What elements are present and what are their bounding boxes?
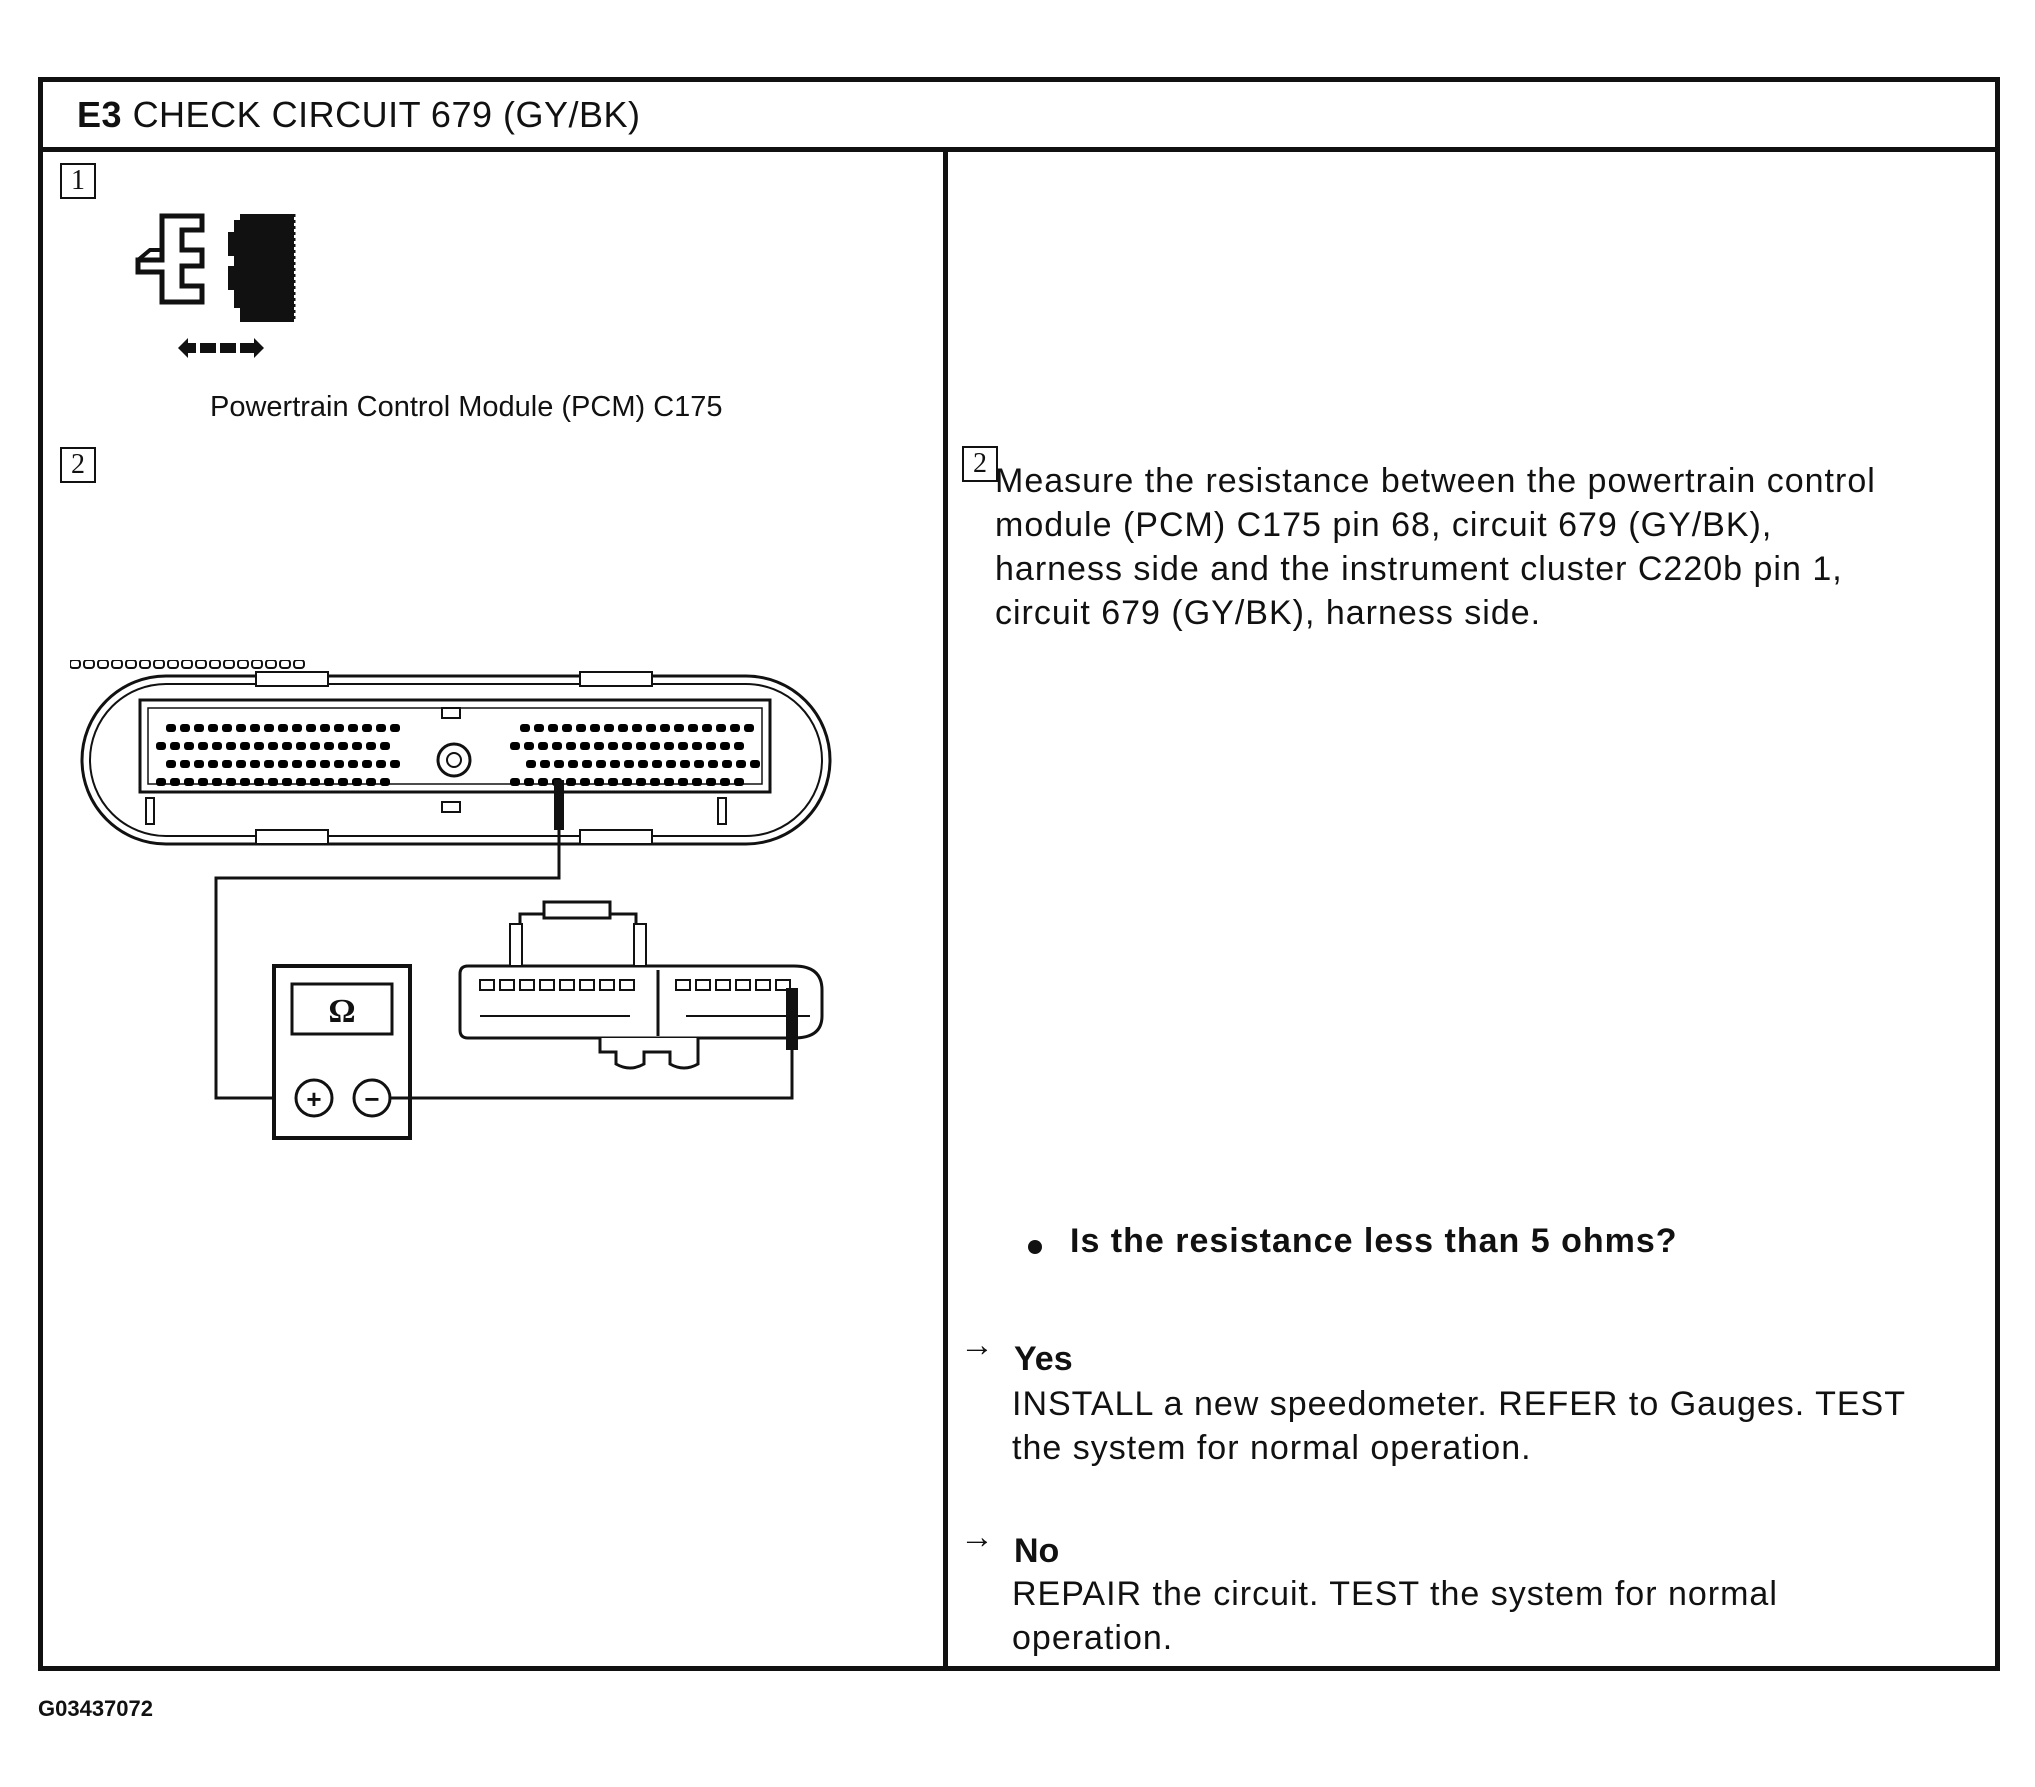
step-1-label: 1 xyxy=(60,163,96,199)
measurement-instruction: Measure the resistance between the power… xyxy=(995,462,1876,632)
cluster-connector-icon xyxy=(458,900,824,1070)
answer-no-text: REPAIR the circuit. TEST the system for … xyxy=(1012,1575,1778,1657)
answer-yes-text: INSTALL a new speedometer. REFER to Gaug… xyxy=(1012,1385,1906,1467)
minus-terminal: − xyxy=(364,1084,379,1114)
ohmmeter-icon: Ω + − xyxy=(272,964,412,1140)
step-header: E3 CHECK CIRCUIT 679 (GY/BK) xyxy=(43,82,1995,152)
pcm-connector-icon xyxy=(70,660,832,846)
step-id: E3 xyxy=(77,94,123,135)
step-2-label-right: 2 xyxy=(962,446,998,482)
yes-arrow-icon: → xyxy=(960,1326,994,1364)
question-bullet xyxy=(1028,1240,1042,1254)
ohm-symbol: Ω xyxy=(328,993,355,1030)
step-title-text: CHECK CIRCUIT 679 (GY/BK) xyxy=(132,94,641,135)
procedure-frame: E3 CHECK CIRCUIT 679 (GY/BK) xyxy=(38,77,2000,1671)
figure-code: G03437072 xyxy=(38,1696,153,1721)
column-divider xyxy=(943,147,948,1666)
connector-disconnect-icon xyxy=(135,213,296,358)
wiring-diagram: Ω + − xyxy=(70,660,832,1140)
step-2-label-left: 2 xyxy=(60,447,96,483)
test-question: Is the resistance less than 5 ohms? xyxy=(1070,1222,1678,1260)
no-arrow-icon: → xyxy=(960,1518,994,1556)
answer-yes-label[interactable]: Yes xyxy=(1014,1340,1073,1378)
connector-caption: Powertrain Control Module (PCM) C175 xyxy=(210,391,723,423)
answer-no-label[interactable]: No xyxy=(1014,1532,1060,1570)
plus-terminal: + xyxy=(306,1084,321,1114)
step-title: E3 CHECK CIRCUIT 679 (GY/BK) xyxy=(77,94,641,136)
